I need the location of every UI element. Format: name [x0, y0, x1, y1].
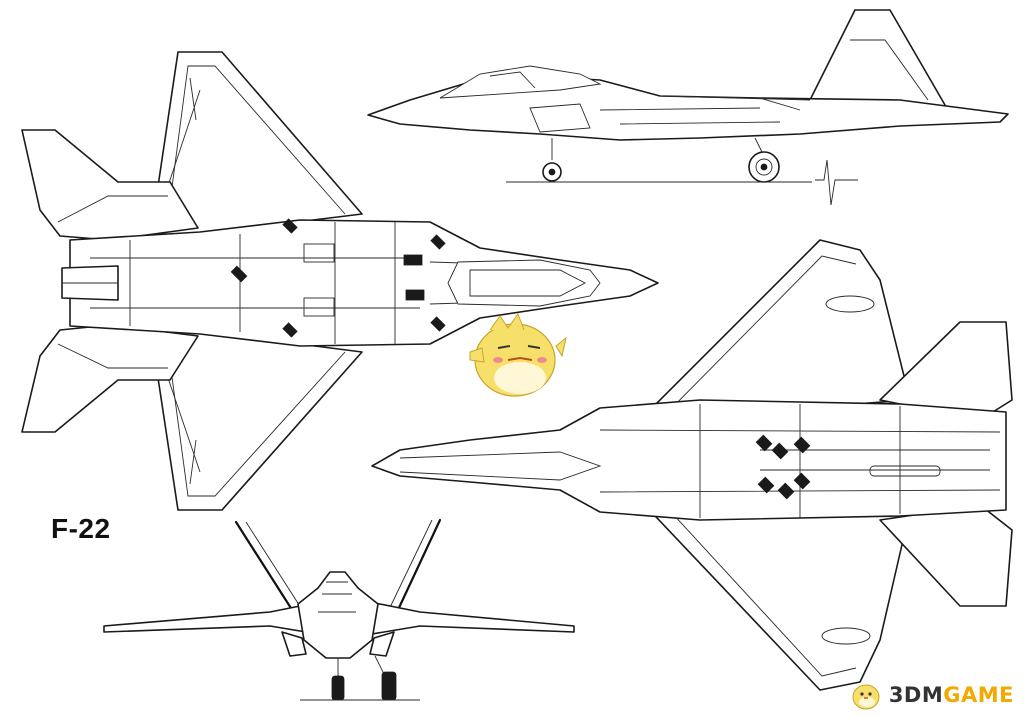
- front-view-fuselage: [297, 571, 379, 659]
- bottom-view-fuselage: [371, 399, 1007, 521]
- side-view-canopy: [439, 65, 602, 99]
- watermark-suffix: GAME: [943, 683, 1014, 707]
- top-view-upper-stabilizer: [21, 129, 199, 241]
- top-view: [21, 51, 659, 511]
- side-view-landing-gear: [542, 137, 780, 183]
- bottom-view-panel-marks: [755, 295, 941, 645]
- top-view-lower-stabilizer: [21, 324, 199, 433]
- bottom-view: [371, 239, 1013, 691]
- watermark-mascot-icon: [852, 684, 880, 710]
- top-view-panel-marks: [230, 218, 446, 338]
- mascot-duck-icon: [469, 312, 567, 397]
- bottom-view-upper-wing: [639, 239, 911, 421]
- bottom-view-lower-wing: [639, 499, 911, 691]
- side-view-scale-mark: [815, 159, 858, 206]
- watermark: 3DMGAME: [849, 678, 1014, 712]
- top-view-fuselage: [69, 219, 659, 347]
- aircraft-title: F-22: [51, 513, 111, 544]
- watermark-text: 3DMGAME: [889, 683, 1014, 707]
- front-view-landing-gear: [300, 655, 420, 701]
- front-view: [103, 518, 575, 701]
- watermark-prefix: 3DM: [888, 683, 944, 707]
- side-view: [367, 9, 1009, 206]
